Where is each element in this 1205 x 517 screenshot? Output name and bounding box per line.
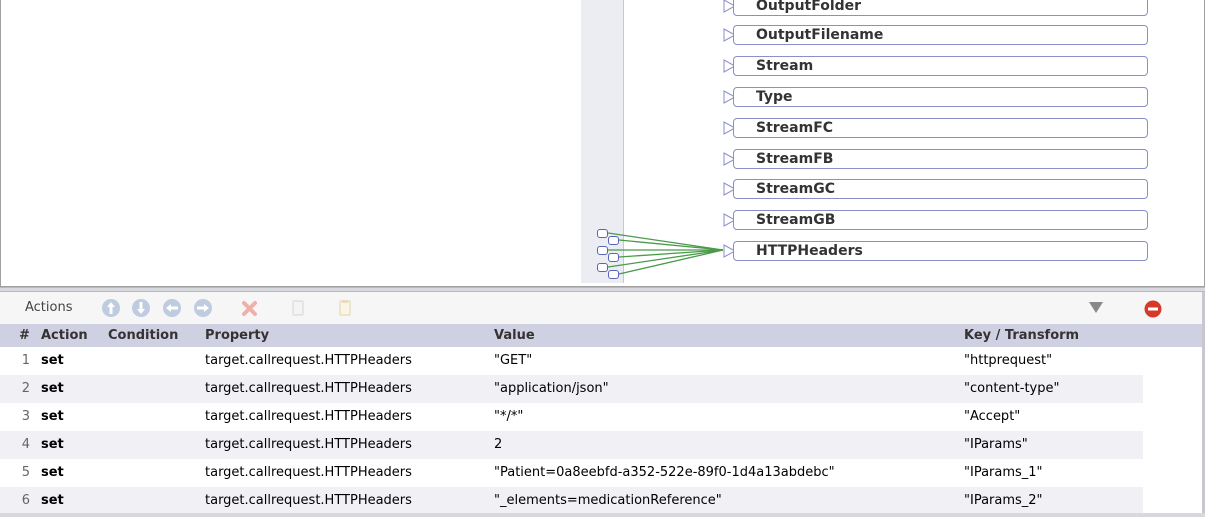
row-action: set <box>41 353 64 368</box>
paste-icon[interactable] <box>335 298 355 318</box>
row-action: set <box>41 437 64 452</box>
panel-border <box>0 513 1205 517</box>
row-key: "IParams_2" <box>964 493 1043 508</box>
header-value[interactable]: Value <box>494 328 535 343</box>
mapping-canvas[interactable]: OutputFolder OutputFilename Stream Type … <box>0 0 1205 287</box>
header-key-transform[interactable]: Key / Transform <box>964 328 1080 343</box>
table-row[interactable]: 4 set target.callrequest.HTTPHeaders 2 "… <box>0 431 1143 459</box>
filter-icon[interactable] <box>1086 298 1106 318</box>
table-row[interactable]: 2 set target.callrequest.HTTPHeaders "ap… <box>0 375 1143 403</box>
table-header: # Action Condition Property Value Key / … <box>0 324 1205 347</box>
table-row[interactable]: 5 set target.callrequest.HTTPHeaders "Pa… <box>0 459 1143 487</box>
actions-toolbar: Actions <box>0 292 1205 324</box>
row-property: target.callrequest.HTTPHeaders <box>205 465 412 480</box>
row-action: set <box>41 465 64 480</box>
row-property: target.callrequest.HTTPHeaders <box>205 381 412 396</box>
panel-border <box>1202 292 1205 517</box>
source-pane[interactable] <box>1 0 582 283</box>
expand-triangle-icon[interactable] <box>723 182 737 196</box>
source-port[interactable] <box>608 236 619 245</box>
delete-icon[interactable] <box>240 298 260 318</box>
move-right-icon[interactable] <box>193 298 213 318</box>
expand-triangle-icon[interactable] <box>723 121 737 135</box>
expand-triangle-icon[interactable] <box>723 152 737 166</box>
expand-triangle-icon[interactable] <box>723 244 737 258</box>
row-key: "content-type" <box>964 381 1060 396</box>
source-port[interactable] <box>597 246 608 255</box>
expand-triangle-icon[interactable] <box>723 28 737 42</box>
row-key: "Accept" <box>964 409 1021 424</box>
source-port[interactable] <box>608 270 619 279</box>
row-number: 1 <box>21 353 30 368</box>
row-property: target.callrequest.HTTPHeaders <box>205 493 412 508</box>
target-field-streamfb[interactable]: StreamFB <box>733 149 1148 169</box>
expand-triangle-icon[interactable] <box>723 90 737 104</box>
header-property[interactable]: Property <box>205 328 270 343</box>
row-key: "httprequest" <box>964 353 1053 368</box>
header-condition[interactable]: Condition <box>108 328 179 343</box>
row-action: set <box>41 493 64 508</box>
target-field-httpheaders[interactable]: HTTPHeaders <box>733 241 1148 261</box>
pane-splitter[interactable] <box>0 287 1205 292</box>
actions-label: Actions <box>25 300 73 315</box>
copy-icon[interactable] <box>288 298 308 318</box>
move-up-icon[interactable] <box>101 298 121 318</box>
row-value: "*/*" <box>494 409 524 424</box>
row-number: 3 <box>21 409 30 424</box>
row-number: 4 <box>21 437 30 452</box>
row-action: set <box>41 381 64 396</box>
row-value: 2 <box>494 437 503 452</box>
target-field-outputfilename[interactable]: OutputFilename <box>733 25 1148 45</box>
row-number: 6 <box>21 493 30 508</box>
header-num: # <box>19 328 30 343</box>
remove-icon[interactable] <box>1143 298 1163 318</box>
target-field-outputfolder[interactable]: OutputFolder <box>733 0 1148 16</box>
target-field-streamfc[interactable]: StreamFC <box>733 118 1148 138</box>
row-key: "IParams" <box>964 437 1028 452</box>
target-field-type[interactable]: Type <box>733 87 1148 107</box>
expand-triangle-icon[interactable] <box>723 213 737 227</box>
target-field-streamgc[interactable]: StreamGC <box>733 179 1148 199</box>
row-key: "IParams_1" <box>964 465 1043 480</box>
row-property: target.callrequest.HTTPHeaders <box>205 437 412 452</box>
row-property: target.callrequest.HTTPHeaders <box>205 409 412 424</box>
table-row[interactable]: 1 set target.callrequest.HTTPHeaders "GE… <box>0 347 1143 375</box>
table-row[interactable]: 3 set target.callrequest.HTTPHeaders "*/… <box>0 403 1143 431</box>
row-value: "Patient=0a8eebfd-a352-522e-89f0-1d4a13a… <box>494 465 835 480</box>
move-left-icon[interactable] <box>162 298 182 318</box>
source-port[interactable] <box>608 253 619 262</box>
row-number: 2 <box>21 381 30 396</box>
row-number: 5 <box>21 465 30 480</box>
row-property: target.callrequest.HTTPHeaders <box>205 353 412 368</box>
move-down-icon[interactable] <box>131 298 151 318</box>
table-row[interactable]: 6 set target.callrequest.HTTPHeaders "_e… <box>0 487 1143 515</box>
row-value: "GET" <box>494 353 533 368</box>
expand-triangle-icon[interactable] <box>723 59 737 73</box>
target-field-stream[interactable]: Stream <box>733 56 1148 76</box>
row-value: "_elements=medicationReference" <box>494 493 722 508</box>
target-field-streamgb[interactable]: StreamGB <box>733 210 1148 230</box>
source-port[interactable] <box>597 263 608 272</box>
expand-triangle-icon[interactable] <box>723 0 737 13</box>
header-action[interactable]: Action <box>41 328 88 343</box>
row-value: "application/json" <box>494 381 609 396</box>
row-action: set <box>41 409 64 424</box>
source-port[interactable] <box>597 229 608 238</box>
